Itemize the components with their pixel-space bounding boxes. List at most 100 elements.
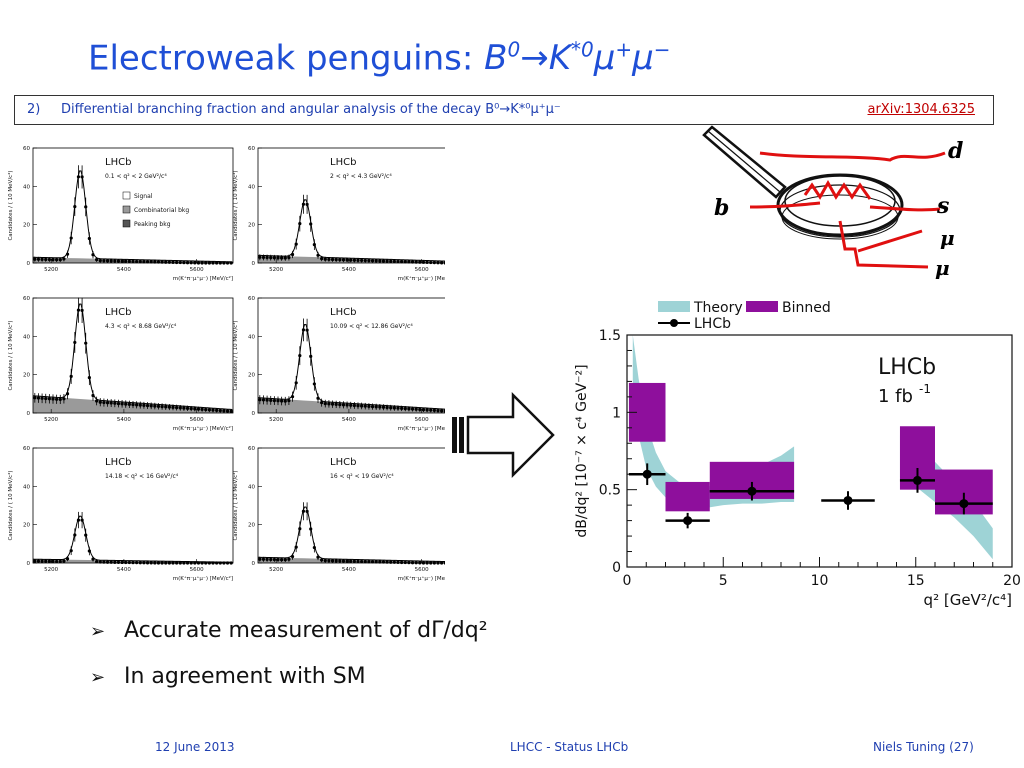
mass-data-point xyxy=(265,557,269,561)
mass-data-point xyxy=(131,259,135,264)
mass-q2-range: 10.09 < q² < 12.86 GeV²/c⁴ xyxy=(330,323,413,330)
mass-frame xyxy=(32,447,234,564)
label-s: s xyxy=(936,193,949,219)
mass-x-tick-label: 5600 xyxy=(190,417,204,423)
mass-x-tick-label: 5400 xyxy=(342,567,356,573)
mass-data-point xyxy=(425,408,429,412)
mass-data-point xyxy=(65,252,70,256)
mass-data-point xyxy=(47,257,51,262)
x-tick-label-0: 0 xyxy=(623,573,632,589)
mass-data-point xyxy=(142,260,146,264)
mass-legend-swatch-2 xyxy=(122,219,131,228)
mass-data-point xyxy=(269,256,273,260)
mass-x-tick-label: 5200 xyxy=(44,417,58,423)
mass-data-point xyxy=(265,398,269,402)
mass-data-point xyxy=(392,259,396,264)
mass-data-point xyxy=(341,258,346,262)
slide-title: Electroweak penguins: B0→K*0μ+μ− xyxy=(88,38,671,78)
mass-data-point xyxy=(338,559,342,563)
mass-data-point xyxy=(403,260,407,264)
mass-data-point xyxy=(44,396,48,401)
mass-x-axis-label: m(K⁺π⁻μ⁺μ⁻) [MeV/c²] xyxy=(398,425,445,432)
mass-data-point xyxy=(153,404,157,408)
mass-data-point xyxy=(323,402,327,406)
mass-data-point xyxy=(330,257,335,262)
mass-data-point xyxy=(222,409,226,413)
mass-data-point xyxy=(36,257,41,261)
mass-data-point xyxy=(40,559,44,563)
mass-data-point xyxy=(211,408,215,412)
mass-data-point xyxy=(33,396,37,400)
mass-data-point xyxy=(320,256,324,261)
mass-data-point xyxy=(330,402,335,406)
plot-frame xyxy=(626,334,1013,568)
mass-data-point xyxy=(33,257,37,261)
mass-data-point xyxy=(80,518,84,522)
mass-data-point xyxy=(356,559,360,564)
lhcb-annotation: LHCb xyxy=(878,355,936,380)
mass-y-tick-label: 20 xyxy=(248,223,255,229)
mass-y-tick-label: 60 xyxy=(23,146,30,152)
mass-data-point xyxy=(47,559,51,563)
mass-data-point xyxy=(258,557,262,561)
mass-x-tick-label: 5600 xyxy=(415,267,429,273)
mass-data-point xyxy=(120,259,124,263)
bullet-1-text: Accurate measurement of dΓ/dq² xyxy=(124,618,488,643)
mass-data-point xyxy=(352,403,356,408)
mass-q2-range: 0.1 < q² < 2 GeV²/c⁴ xyxy=(105,173,167,180)
data-point-1 xyxy=(683,516,693,526)
lumi-annotation-sup: -1 xyxy=(919,382,931,396)
label-b: b xyxy=(714,195,729,221)
mass-y-tick-label: 40 xyxy=(248,334,255,340)
mass-frame xyxy=(32,297,234,414)
footer-center: LHCC - Status LHCb xyxy=(510,740,629,754)
mass-data-point xyxy=(55,559,59,564)
mass-data-point xyxy=(105,259,110,263)
mass-data-point xyxy=(436,409,440,413)
footer-date: 12 June 2013 xyxy=(155,740,235,754)
mass-data-point xyxy=(178,406,182,410)
mass-data-point xyxy=(334,559,338,563)
mass-data-point xyxy=(272,398,276,403)
mass-data-point xyxy=(381,259,386,263)
mass-data-point xyxy=(116,259,121,263)
mass-data-point xyxy=(316,253,320,257)
mass-data-point xyxy=(229,409,233,413)
mass-data-point xyxy=(352,258,356,262)
mass-data-point xyxy=(309,222,313,226)
mass-data-point xyxy=(349,403,353,407)
mass-data-point xyxy=(287,255,291,260)
mass-lhcb-label: LHCb xyxy=(330,457,356,468)
mass-data-point xyxy=(410,407,415,411)
mass-data-point xyxy=(95,559,99,564)
mass-data-point xyxy=(294,545,298,549)
title-mu2: μ xyxy=(632,38,654,79)
mass-data-point xyxy=(36,559,41,563)
mass-data-point xyxy=(276,256,280,260)
mass-data-point xyxy=(309,527,313,531)
mass-data-point xyxy=(44,257,48,262)
mass-data-point xyxy=(91,557,95,561)
mass-data-point xyxy=(389,406,393,410)
title-decay: B0→K*0μ+μ− xyxy=(484,38,670,78)
x-tick-label-1: 5 xyxy=(719,573,728,589)
mass-data-point xyxy=(421,408,426,412)
mass-x-axis-label: m(K⁺π⁻μ⁺μ⁻) [MeV/c²] xyxy=(173,275,233,282)
bullet-2: ➢In agreement with SM xyxy=(90,664,366,689)
mass-data-point xyxy=(167,260,171,264)
mass-data-point xyxy=(287,557,291,561)
magnifier-diagram-svg: d b s μ μ xyxy=(702,125,963,280)
arxiv-link[interactable]: arXiv:1304.6325 xyxy=(867,102,976,117)
mass-data-point xyxy=(135,259,139,264)
mass-data-point xyxy=(33,559,37,563)
mass-data-point xyxy=(370,405,375,409)
mass-data-point xyxy=(69,236,73,240)
mass-data-point xyxy=(87,549,91,553)
mass-legend-label-0: Signal xyxy=(134,193,153,200)
mass-data-point xyxy=(55,258,59,262)
x-tick-label-2: 10 xyxy=(811,573,829,589)
mass-data-point xyxy=(135,403,139,407)
mass-lhcb-label: LHCb xyxy=(330,157,356,168)
mass-data-point xyxy=(290,252,295,257)
